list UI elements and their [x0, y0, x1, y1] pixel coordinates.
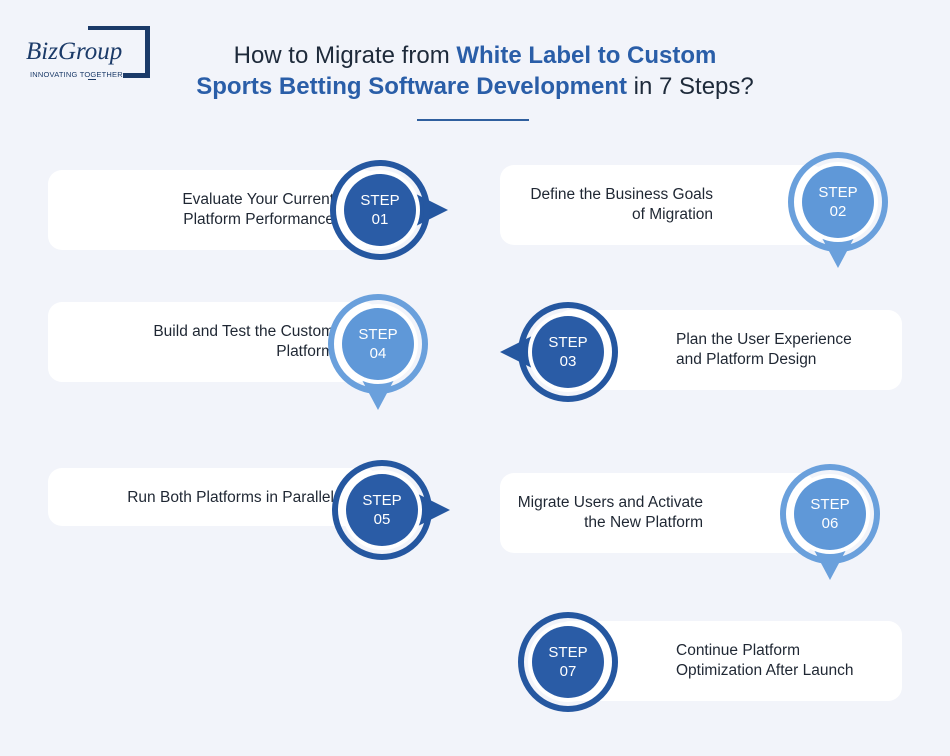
step-04-text: Build and Test the Custom Platform — [153, 323, 334, 360]
step-02-arrow-icon — [788, 152, 888, 268]
step-07-badge: STEP 07 — [516, 610, 620, 714]
step-05-badge: STEP 05 — [330, 458, 450, 562]
step-06-number: 06 — [821, 515, 839, 532]
page-title: How to Migrate from White Label to Custo… — [196, 42, 754, 100]
step-01-arrow-icon — [330, 160, 448, 260]
bizgroup-logo: BizGroup INNOVATING TOGETHER — [22, 24, 162, 84]
step-06-badge: STEP 06 — [778, 462, 882, 580]
step-06-arrow-icon — [780, 464, 880, 580]
step-03-badge: STEP 03 — [500, 300, 620, 404]
step-05-text: Run Both Platforms in Parallel — [127, 489, 334, 506]
step-07-number: 07 — [559, 663, 577, 680]
step-02-word: STEP — [818, 184, 858, 201]
step-04-word: STEP — [358, 326, 398, 343]
step-06-text: Migrate Users and Activate the New Platf… — [517, 494, 703, 531]
title-underline — [417, 119, 529, 121]
step-05-card: Run Both Platforms in Parallel — [48, 468, 378, 526]
logo-tagline: INNOVATING TOGETHER — [30, 70, 123, 79]
step-02-number: 02 — [829, 203, 847, 220]
step-01-badge: STEP 01 — [328, 158, 448, 262]
step-04-number: 04 — [369, 345, 387, 362]
step-01-word: STEP — [360, 192, 400, 209]
step-07-text: Continue Platform Optimization After Lau… — [676, 642, 854, 679]
step-02-card: Define the Business Goals of Migration — [500, 165, 825, 245]
step-05-number: 05 — [373, 511, 391, 528]
step-02-badge: STEP 02 — [786, 150, 890, 268]
step-04-badge: STEP 04 — [326, 292, 430, 410]
step-07-word: STEP — [548, 644, 588, 661]
step-05-word: STEP — [362, 492, 402, 509]
step-01-text: Evaluate Your Current Platform Performan… — [182, 191, 334, 228]
step-06-card: Migrate Users and Activate the New Platf… — [500, 473, 815, 553]
step-03-arrow-icon — [500, 302, 618, 402]
step-03-word: STEP — [548, 334, 588, 351]
step-07-circle-icon — [518, 612, 618, 712]
step-03-text: Plan the User Experience and Platform De… — [676, 331, 852, 368]
step-06-word: STEP — [810, 496, 850, 513]
step-01-number: 01 — [371, 211, 389, 228]
step-05-arrow-icon — [332, 460, 450, 560]
step-04-card: Build and Test the Custom Platform — [48, 302, 378, 382]
step-02-text: Define the Business Goals of Migration — [530, 186, 713, 223]
step-04-arrow-icon — [328, 294, 428, 410]
step-03-number: 03 — [559, 353, 577, 370]
step-01-card: Evaluate Your Current Platform Performan… — [48, 170, 378, 250]
logo-brand: BizGroup — [26, 38, 125, 66]
